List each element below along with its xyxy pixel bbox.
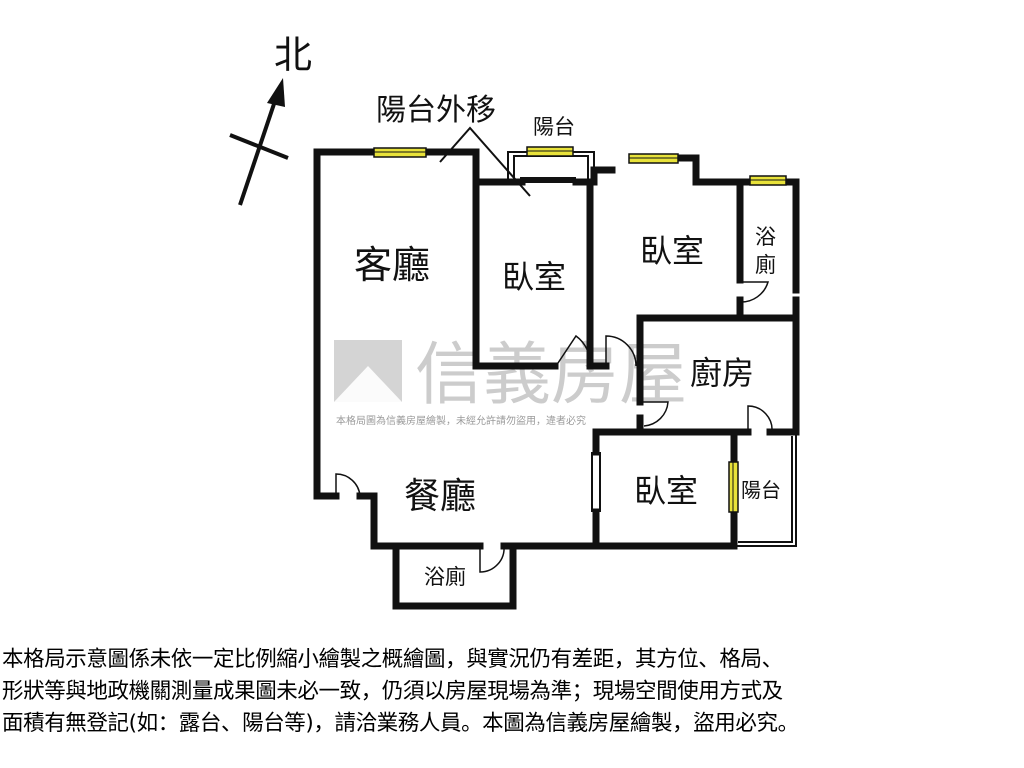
- annotation-balcony-moved-out: 陽台外移: [376, 93, 496, 128]
- room-balcony-right: 陽台: [741, 478, 781, 502]
- door-bath-2: [479, 545, 505, 573]
- floor-plan: 北 信義房屋 本格局圖為信義房屋繪製，未經允許請勿盜用，違者必究: [229, 33, 800, 610]
- room-labels: 陽台外移 陽台 客廳 臥室 臥室 浴 廁 廚房 餐廳 臥室 陽台 浴廁: [354, 93, 781, 589]
- walls: [313, 148, 800, 610]
- room-bath-2: 浴廁: [424, 565, 466, 589]
- room-bedroom-2: 臥室: [640, 232, 704, 270]
- compass-crossbar: [229, 133, 289, 160]
- room-kitchen: 廚房: [690, 354, 754, 392]
- watermark-fine-print: 本格局圖為信義房屋繪製，未經允許請勿盜用，違者必究: [336, 414, 586, 427]
- disclaimer-line-1: 本格局示意圖係未依一定比例縮小繪製之概繪圖，與實況仍有差距，其方位、格局、: [2, 647, 783, 672]
- watermark-brand: 信義房屋: [415, 336, 687, 415]
- door-bedroom-3: [747, 405, 773, 433]
- annotation-leader: [439, 126, 576, 197]
- disclaimer-line-2: 形狀等與地政機關測量成果圖未必一致，仍須以房屋現場為準；現場空間使用方式及: [2, 679, 783, 704]
- compass: 北: [229, 33, 312, 206]
- room-living: 客廳: [354, 243, 430, 287]
- room-bath-1-line1: 浴: [755, 225, 776, 249]
- disclaimer-text: 本格局示意圖係未依一定比例縮小繪製之概繪圖，與實況仍有差距，其方位、格局、 形狀…: [2, 644, 1022, 740]
- room-bedroom-3: 臥室: [634, 472, 698, 510]
- room-bedroom-1: 臥室: [502, 258, 566, 296]
- room-bath-1-line2: 廁: [755, 253, 776, 277]
- windows: [373, 146, 787, 513]
- door-bedroom-2: [605, 335, 637, 367]
- door-kitchen: [640, 401, 669, 427]
- door-entrance: [335, 473, 361, 497]
- disclaimer-line-3: 面積有無登記(如：露台、陽台等)，請洽業務人員。本圖為信義房屋繪製，盜用必究。: [2, 711, 799, 736]
- doors: [335, 281, 773, 573]
- door-bath-1: [739, 281, 770, 303]
- door-bedroom-1: [555, 334, 591, 367]
- balcony-outlines: [507, 151, 797, 547]
- north-arrow-icon: [267, 78, 285, 107]
- north-label: 北: [274, 33, 312, 77]
- watermark: 信義房屋 本格局圖為信義房屋繪製，未經允許請勿盜用，違者必究: [334, 336, 687, 427]
- annotation-balcony-top: 陽台: [533, 115, 575, 139]
- room-dining: 餐廳: [404, 476, 476, 517]
